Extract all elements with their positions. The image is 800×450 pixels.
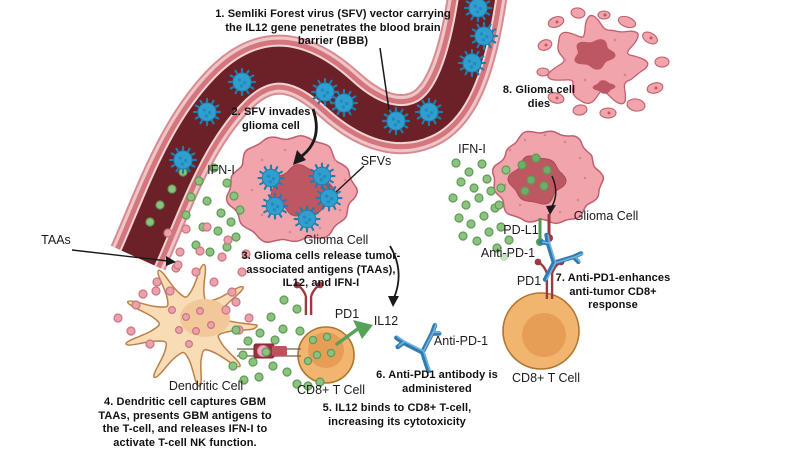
anti-pd1-antibody-bound: [538, 232, 584, 282]
pd1-receptor-center: [293, 281, 324, 315]
receptor-y-icon: [293, 281, 324, 315]
anti-pd1-antibody-free: [394, 323, 442, 374]
sfv-particles-in-cell: [257, 162, 343, 233]
arrows: [71, 47, 557, 307]
sfv-particles-vessel: [168, 0, 499, 175]
virus-particle-icon: [293, 205, 321, 233]
virus-particle-icon: [168, 145, 198, 175]
virus-particle-icon: [257, 164, 285, 192]
ifn-dots-tcell: [228, 295, 336, 391]
virus-particle-icon: [227, 67, 257, 97]
virus-particle-icon: [315, 184, 343, 212]
ifn-dots-right: [448, 158, 514, 261]
virus-particle-icon: [457, 48, 487, 78]
virus-particle-icon: [469, 21, 499, 51]
virus-particle-icon: [414, 97, 444, 127]
virus-particle-icon: [463, 0, 493, 23]
antibody-y-icon: [538, 232, 584, 282]
virus-particle-icon: [261, 192, 289, 220]
virus-particle-icon: [329, 88, 359, 118]
glioma-cell-center: [225, 135, 358, 243]
antibody-y-icon: [394, 323, 442, 374]
dendritic-cell: [125, 263, 258, 387]
virus-particle-icon: [192, 97, 222, 127]
cd8-t-cell-right: [502, 292, 580, 370]
dying-glioma-cell: [536, 7, 670, 119]
virus-particle-icon: [308, 162, 336, 190]
taa-dots: [113, 222, 254, 349]
virus-particle-icon: [381, 106, 411, 136]
ifn-dots-in-glioma: [517, 153, 552, 196]
il12-molecule: [335, 320, 373, 346]
